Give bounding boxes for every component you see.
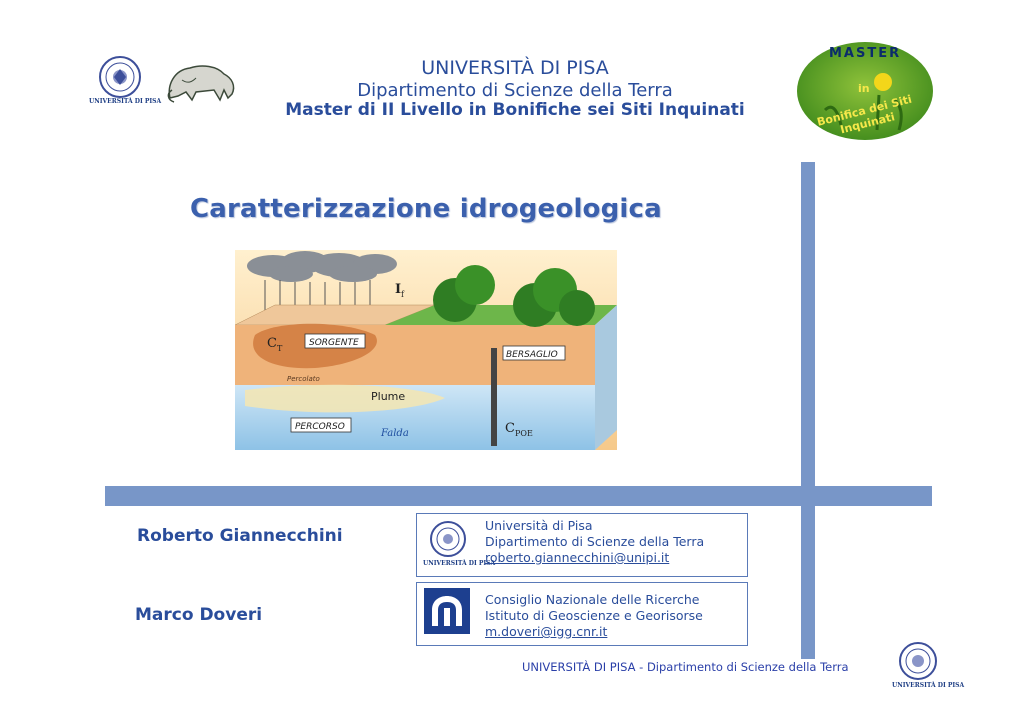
pathway-label: PERCORSO bbox=[295, 422, 345, 432]
concentration-source-label: C bbox=[267, 336, 277, 351]
affiliation-card-unipi bbox=[416, 513, 748, 577]
affiliation-card-cnr bbox=[416, 582, 748, 646]
footer-text: UNIVERSITÀ DI PISA - Dipartimento di Sci… bbox=[522, 660, 849, 674]
card1-text: Università di Pisa Dipartimento di Scien… bbox=[485, 518, 704, 566]
master-logo-line1: MASTER bbox=[829, 46, 902, 61]
plume-label: Plume bbox=[371, 390, 405, 403]
card1-logo-caption: UNIVERSITÀ DI PISA bbox=[423, 560, 496, 567]
university-seal-logo bbox=[95, 55, 145, 105]
master-logo: MASTER in Bonifica dei Siti Inquinati bbox=[795, 40, 935, 142]
cnr-logo-icon bbox=[424, 588, 470, 634]
conceptual-model-figure: I f C T SORGENTE Percolato BERSAGLIO Plu… bbox=[234, 250, 617, 450]
target-label: BERSAGLIO bbox=[506, 350, 558, 360]
master-title: Master di II Livello in Bonifiche sei Si… bbox=[285, 100, 745, 120]
author-name-1: Roberto Giannecchini bbox=[137, 526, 343, 546]
unipi-seal-icon bbox=[428, 519, 468, 559]
infiltration-label: I bbox=[395, 282, 401, 297]
horizontal-decor-bar bbox=[105, 486, 932, 506]
master-logo-line2: in bbox=[858, 82, 870, 95]
aquifer-label: Falda bbox=[380, 428, 409, 439]
concentration-poe-label: C bbox=[505, 421, 515, 436]
vertical-decor-bar bbox=[801, 162, 815, 659]
footer-seal-icon bbox=[897, 640, 939, 682]
author-name-2: Marco Doveri bbox=[135, 605, 263, 625]
card1-email-link[interactable]: roberto.giannecchini@unipi.it bbox=[485, 550, 670, 565]
university-title: UNIVERSITÀ DI PISA bbox=[421, 57, 609, 79]
left-logo-caption: UNIVERSITÀ DI PISA bbox=[89, 98, 162, 105]
source-label: SORGENTE bbox=[309, 338, 359, 348]
slide-title: Caratterizzazione idrogeologica bbox=[190, 194, 662, 224]
footer-logo-caption: UNIVERSITÀ DI PISA bbox=[892, 682, 965, 689]
card2-text: Consiglio Nazionale delle Ricerche Istit… bbox=[485, 592, 703, 640]
card1-line2: Dipartimento di Scienze della Terra bbox=[485, 534, 705, 549]
concentration-poe-sub: POE bbox=[515, 429, 533, 438]
mammoth-logo bbox=[162, 60, 242, 105]
department-title: Dipartimento di Scienze della Terra bbox=[357, 80, 673, 101]
card2-line2: Istituto di Geoscienze e Georisorse bbox=[485, 608, 703, 623]
card2-line1: Consiglio Nazionale delle Ricerche bbox=[485, 592, 700, 607]
concentration-source-sub: T bbox=[277, 344, 283, 353]
leachate-label: Percolato bbox=[287, 375, 320, 383]
card1-line1: Università di Pisa bbox=[485, 518, 593, 533]
infiltration-sub: f bbox=[401, 290, 405, 299]
card2-email-link[interactable]: m.doveri@igg.cnr.it bbox=[485, 624, 608, 639]
